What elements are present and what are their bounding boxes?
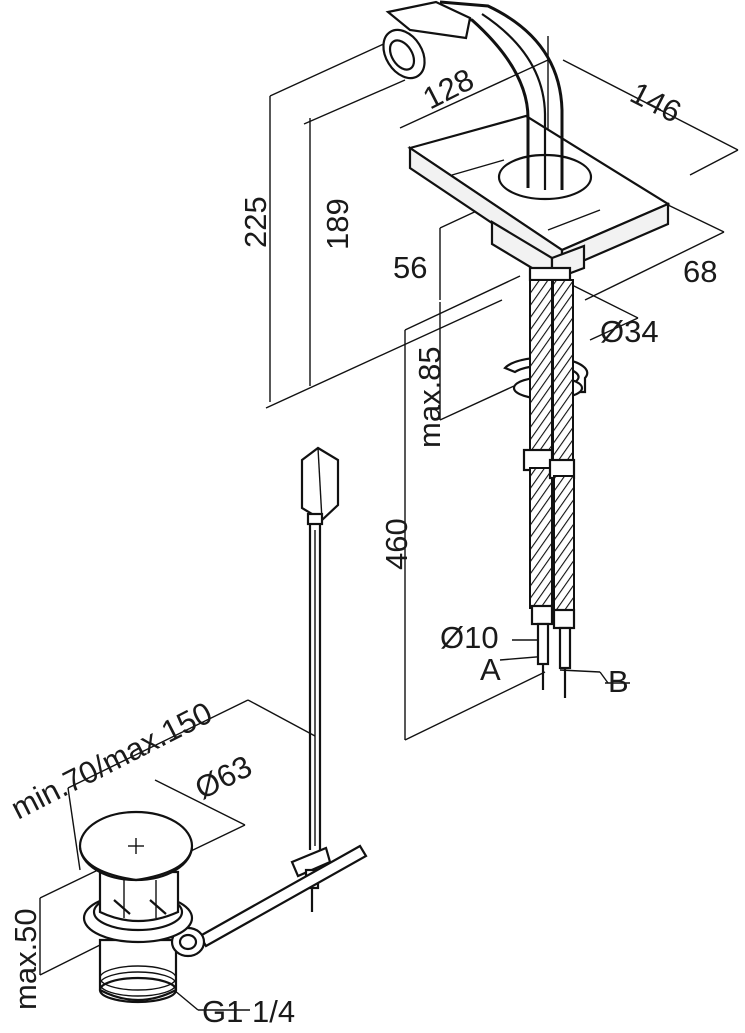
- label-146: 146: [625, 75, 687, 130]
- label-max-50: max.50: [8, 908, 43, 1010]
- label-56: 56: [393, 250, 427, 285]
- label-189: 189: [320, 198, 355, 250]
- label-dia-10: Ø10: [440, 620, 499, 655]
- label-dia-34: Ø34: [600, 314, 659, 349]
- label-dia-63: Ø63: [189, 748, 257, 806]
- label-460: 460: [379, 518, 414, 570]
- label-a: A: [480, 652, 501, 687]
- drain-plug-drawing: [78, 810, 206, 1004]
- label-max-85: max.85: [412, 346, 447, 448]
- label-b: B: [608, 664, 629, 699]
- label-rod-range: min.70/max.150: [5, 695, 217, 826]
- faucet-drawing: [382, 0, 671, 698]
- label-128: 128: [417, 62, 479, 117]
- label-68: 68: [683, 254, 717, 289]
- drain-rod-drawing: [198, 446, 368, 948]
- label-225: 225: [238, 196, 273, 248]
- label-thread: G1 1/4: [202, 994, 295, 1029]
